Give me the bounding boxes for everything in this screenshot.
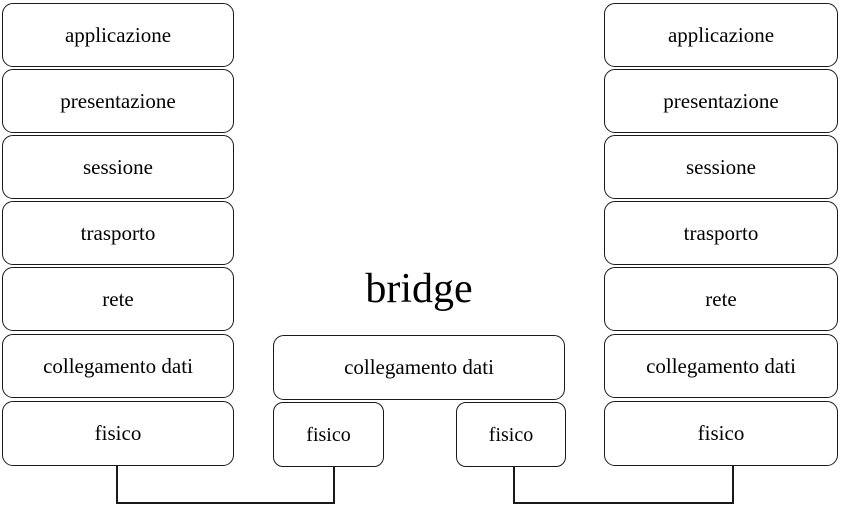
left-layer-sessione: sessione (2, 135, 234, 199)
right-link-segment-horizontal (513, 502, 734, 504)
right-layer-trasporto: trasporto (604, 201, 838, 265)
left-layer-collegamento-dati-label: collegamento dati (43, 353, 193, 378)
left-layer-presentazione: presentazione (2, 69, 234, 133)
right-layer-presentazione: presentazione (604, 69, 838, 133)
left-layer-fisico-label: fisico (94, 421, 142, 445)
left-layer-trasporto: trasporto (2, 201, 234, 265)
right-layer-presentazione-label: presentazione (663, 88, 779, 113)
left-layer-presentazione-label: presentazione (60, 88, 176, 113)
left-layer-trasporto-label: trasporto (80, 220, 156, 245)
left-link-segment-down-host (116, 466, 118, 504)
bridge-layer-fisico-sinistro-label: fisico (306, 423, 351, 446)
left-layer-rete-label: rete (102, 286, 134, 311)
bridge-layer-fisico-destro-label: fisico (488, 423, 534, 446)
right-layer-sessione-label: sessione (686, 154, 756, 179)
left-link-segment-up-bridge (333, 467, 335, 504)
left-layer-applicazione-label: applicazione (64, 22, 172, 47)
right-layer-fisico-label: fisico (697, 421, 745, 445)
right-layer-rete: rete (604, 267, 838, 331)
left-layer-applicazione: applicazione (2, 3, 234, 67)
right-layer-applicazione-label: applicazione (667, 22, 775, 47)
right-layer-applicazione: applicazione (604, 3, 838, 67)
right-layer-fisico: fisico (604, 401, 838, 466)
bridge-title-label: bridge (365, 266, 473, 312)
right-layer-collegamento-dati: collegamento dati (604, 334, 838, 398)
right-layer-sessione: sessione (604, 135, 838, 199)
bridge-title: bridge (274, 268, 564, 310)
left-layer-collegamento-dati: collegamento dati (2, 334, 234, 398)
bridge-layer-fisico-sinistro: fisico (273, 402, 384, 467)
left-layer-sessione-label: sessione (83, 154, 153, 179)
bridge-layer-collegamento-dati: collegamento dati (273, 335, 565, 400)
right-layer-rete-label: rete (705, 286, 737, 311)
left-link-segment-horizontal (116, 502, 335, 504)
left-layer-fisico: fisico (2, 401, 234, 466)
bridge-layer-collegamento-dati-label: collegamento dati (344, 355, 494, 379)
left-layer-rete: rete (2, 267, 234, 331)
right-layer-trasporto-label: trasporto (683, 220, 759, 245)
right-link-segment-down-bridge (513, 467, 515, 504)
right-link-segment-up-host (732, 466, 734, 504)
bridge-layer-fisico-destro: fisico (456, 402, 566, 467)
right-layer-collegamento-dati-label: collegamento dati (646, 353, 796, 378)
